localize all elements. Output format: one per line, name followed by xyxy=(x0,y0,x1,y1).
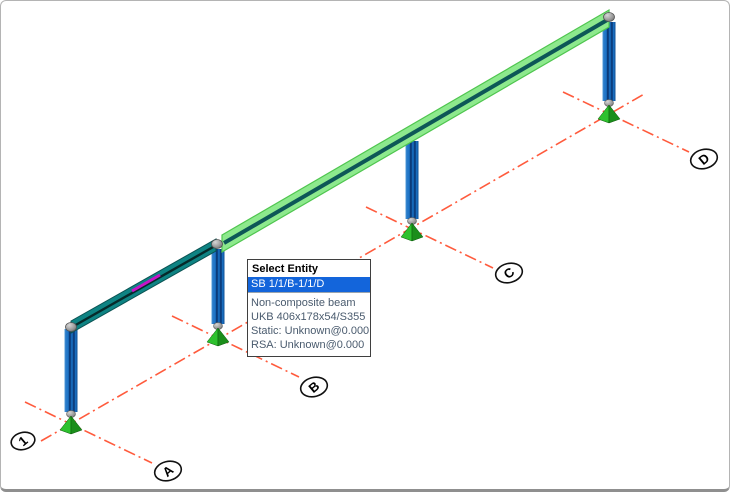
bubble-ellipse xyxy=(689,148,719,170)
support-pyramid-left[interactable] xyxy=(206,327,219,347)
entity-static-result: Static: Unknown@0.000 xyxy=(251,325,370,337)
column-a1[interactable] xyxy=(59,329,83,435)
grid-bubble-b[interactable]: B xyxy=(299,375,330,400)
node-sphere[interactable] xyxy=(603,12,615,22)
columns xyxy=(59,22,621,435)
support-pyramid-right[interactable] xyxy=(608,104,621,124)
entity-type: Non-composite beam xyxy=(251,297,356,309)
bubble-ellipse xyxy=(299,376,329,398)
grid-lines xyxy=(24,91,690,464)
beam-web-line xyxy=(72,245,215,328)
support-pyramid-left[interactable] xyxy=(59,415,72,435)
column-b1[interactable] xyxy=(206,249,230,347)
node-sphere[interactable] xyxy=(65,322,77,332)
beam-web-line xyxy=(222,17,610,245)
bubble-ellipse xyxy=(10,431,36,451)
node-sphere[interactable] xyxy=(211,239,223,249)
release-marker xyxy=(131,273,161,293)
node-spheres xyxy=(65,12,615,332)
grid-bubble-a[interactable]: A xyxy=(153,459,184,484)
grid-bubbles: 1 A B C D xyxy=(9,147,720,484)
select-entity-tooltip: Select Entity SB 1/1/B-1/1/D Non-composi… xyxy=(247,259,371,357)
entity-details: Non-composite beam UKB 406x178x54/S355 S… xyxy=(248,293,370,356)
tooltip-title: Select Entity xyxy=(252,263,319,275)
column-shaft[interactable] xyxy=(405,141,419,219)
grid-line-c[interactable] xyxy=(365,206,494,269)
grid-bubble-d[interactable]: D xyxy=(689,147,720,172)
support-pyramid-right[interactable] xyxy=(217,327,230,347)
column-shaft[interactable] xyxy=(211,249,225,324)
grid-line-a[interactable] xyxy=(24,401,153,464)
column-shaft[interactable] xyxy=(64,329,78,412)
grid-bubble-1[interactable]: 1 xyxy=(9,430,36,452)
grid-line-d[interactable] xyxy=(562,91,690,153)
bubble-ellipse xyxy=(153,460,183,482)
grid-line-1[interactable] xyxy=(40,92,647,442)
grid-line-b[interactable] xyxy=(171,315,300,378)
support-pyramid-right[interactable] xyxy=(70,415,83,435)
bubble-ellipse xyxy=(494,262,524,284)
selected-entity-row[interactable]: SB 1/1/B-1/1/D xyxy=(248,277,370,293)
column-c1[interactable] xyxy=(400,141,424,242)
column-d1[interactable] xyxy=(597,22,621,124)
support-pyramid-right[interactable] xyxy=(411,222,424,242)
beam-a-b[interactable] xyxy=(70,238,217,334)
entity-rsa-result: RSA: Unknown@0.000 xyxy=(251,339,365,351)
beams xyxy=(70,8,610,334)
grid-bubble-c[interactable]: C xyxy=(494,261,525,286)
entity-section: UKB 406x178x54/S355 xyxy=(251,311,366,323)
column-shaft[interactable] xyxy=(602,22,616,101)
